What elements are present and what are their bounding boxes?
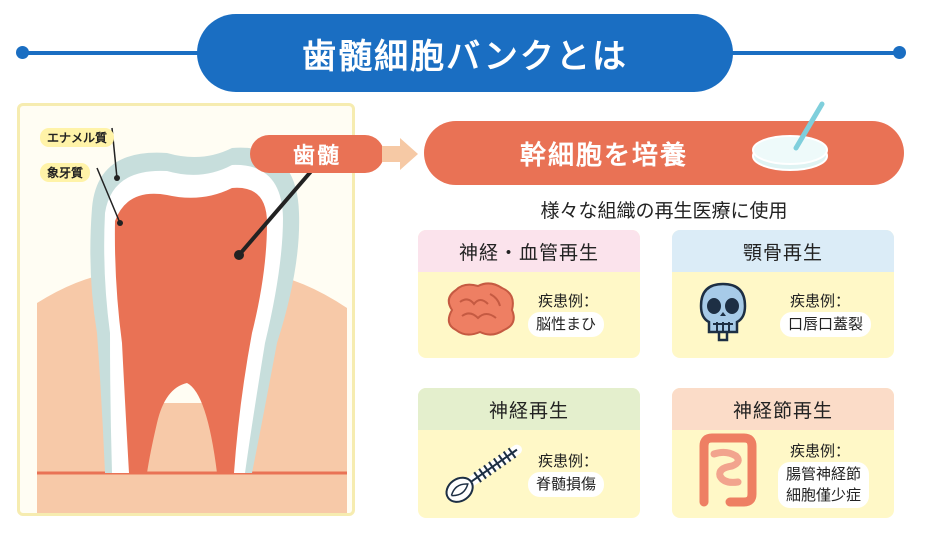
case-label: 疾患例： [790, 292, 851, 310]
case-label: 疾患例： [790, 442, 851, 460]
title-line-right [728, 51, 898, 55]
card-title: 神経再生 [418, 388, 640, 430]
card-nerve-vessel-regeneration: 神経・血管再生 [418, 230, 640, 358]
stem-cell-subtitle: 様々な組織の再生医療に使用 [540, 200, 788, 222]
disease-name: 口唇口蓋裂 [780, 312, 872, 337]
spine-icon [445, 444, 522, 503]
pulp-label: 歯髄 [250, 135, 384, 173]
card-title: 神経節再生 [672, 388, 894, 430]
enamel-label: エナメル質 [40, 128, 115, 147]
disease-name: 腸管神経節 細胞僅少症 [778, 462, 870, 508]
title-dot-right [893, 46, 906, 59]
title-dot-left [16, 46, 29, 59]
title-line-left [22, 51, 202, 55]
brain-icon [447, 282, 515, 336]
disease-name: 脊髄損傷 [528, 472, 605, 497]
disease-name: 脳性まひ [528, 312, 605, 337]
disease-name-line-2: 細胞僅少症 [786, 486, 862, 504]
dentin-label: 象牙質 [40, 163, 91, 182]
petri-dish-icon [752, 101, 828, 171]
arrow-right-icon [382, 138, 418, 170]
page-title: 歯髄細胞バンクとは [197, 14, 733, 92]
card-title: 神経・血管再生 [418, 230, 640, 272]
disease-name-line-1: 腸管神経節 [786, 465, 862, 483]
tooth-cross-section-illustration [37, 127, 347, 513]
case-label: 疾患例： [538, 452, 599, 470]
case-label: 疾患例： [538, 292, 599, 310]
card-title: 顎骨再生 [672, 230, 894, 272]
intestine-icon [699, 433, 757, 507]
skull-icon [699, 282, 747, 342]
